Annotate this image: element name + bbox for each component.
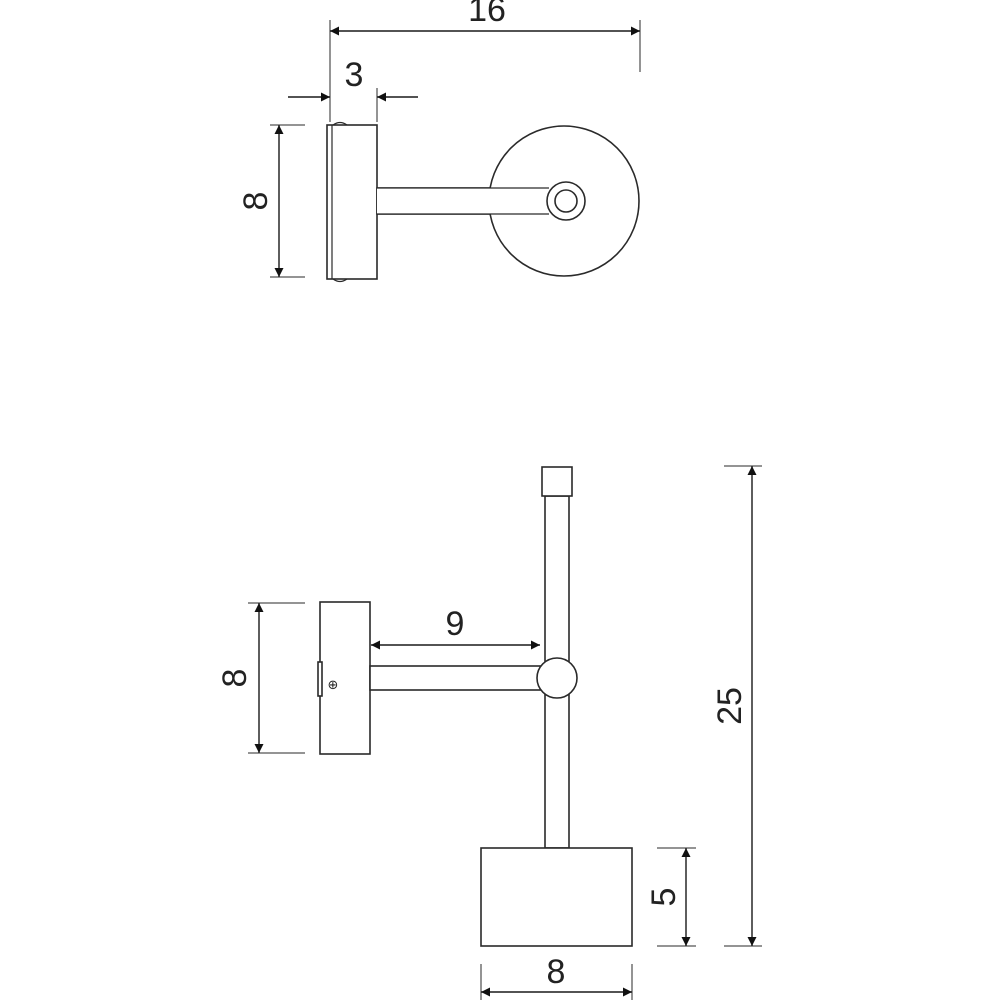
dimension-9: 9 — [371, 605, 540, 650]
dimension-9-label: 9 — [446, 605, 465, 643]
dimension-3-label: 3 — [345, 56, 364, 94]
top-view: 16 3 8 — [237, 0, 641, 283]
dimension-25: 25 — [711, 465, 762, 947]
top-view-joint — [546, 181, 586, 221]
dimension-25-label: 25 — [711, 687, 749, 725]
side-view-joint — [536, 657, 578, 699]
side-view-top-cap — [541, 466, 573, 497]
side-view-arm — [369, 665, 543, 691]
dimension-5-label: 5 — [645, 888, 683, 907]
dimension-8-bottom-label: 8 — [547, 953, 566, 991]
dimension-8-top-view: 8 — [237, 124, 305, 278]
dimension-16: 16 — [329, 0, 641, 122]
side-view: ⊕ 9 8 25 — [216, 465, 762, 1000]
dimension-8-bottom: 8 — [480, 953, 633, 1000]
dimension-8-side-view: 8 — [216, 602, 305, 754]
dimension-16-label: 16 — [468, 0, 506, 29]
screw-icon: ⊕ — [328, 677, 339, 692]
side-view-wall-plate: ⊕ — [317, 601, 371, 755]
dimension-8-side-view-label: 8 — [216, 669, 254, 688]
dimension-8-top-view-label: 8 — [237, 192, 275, 211]
side-view-shade — [480, 847, 633, 947]
dimension-5: 5 — [645, 847, 696, 947]
dimension-3: 3 — [288, 56, 418, 122]
top-view-wall-plate — [326, 121, 378, 283]
